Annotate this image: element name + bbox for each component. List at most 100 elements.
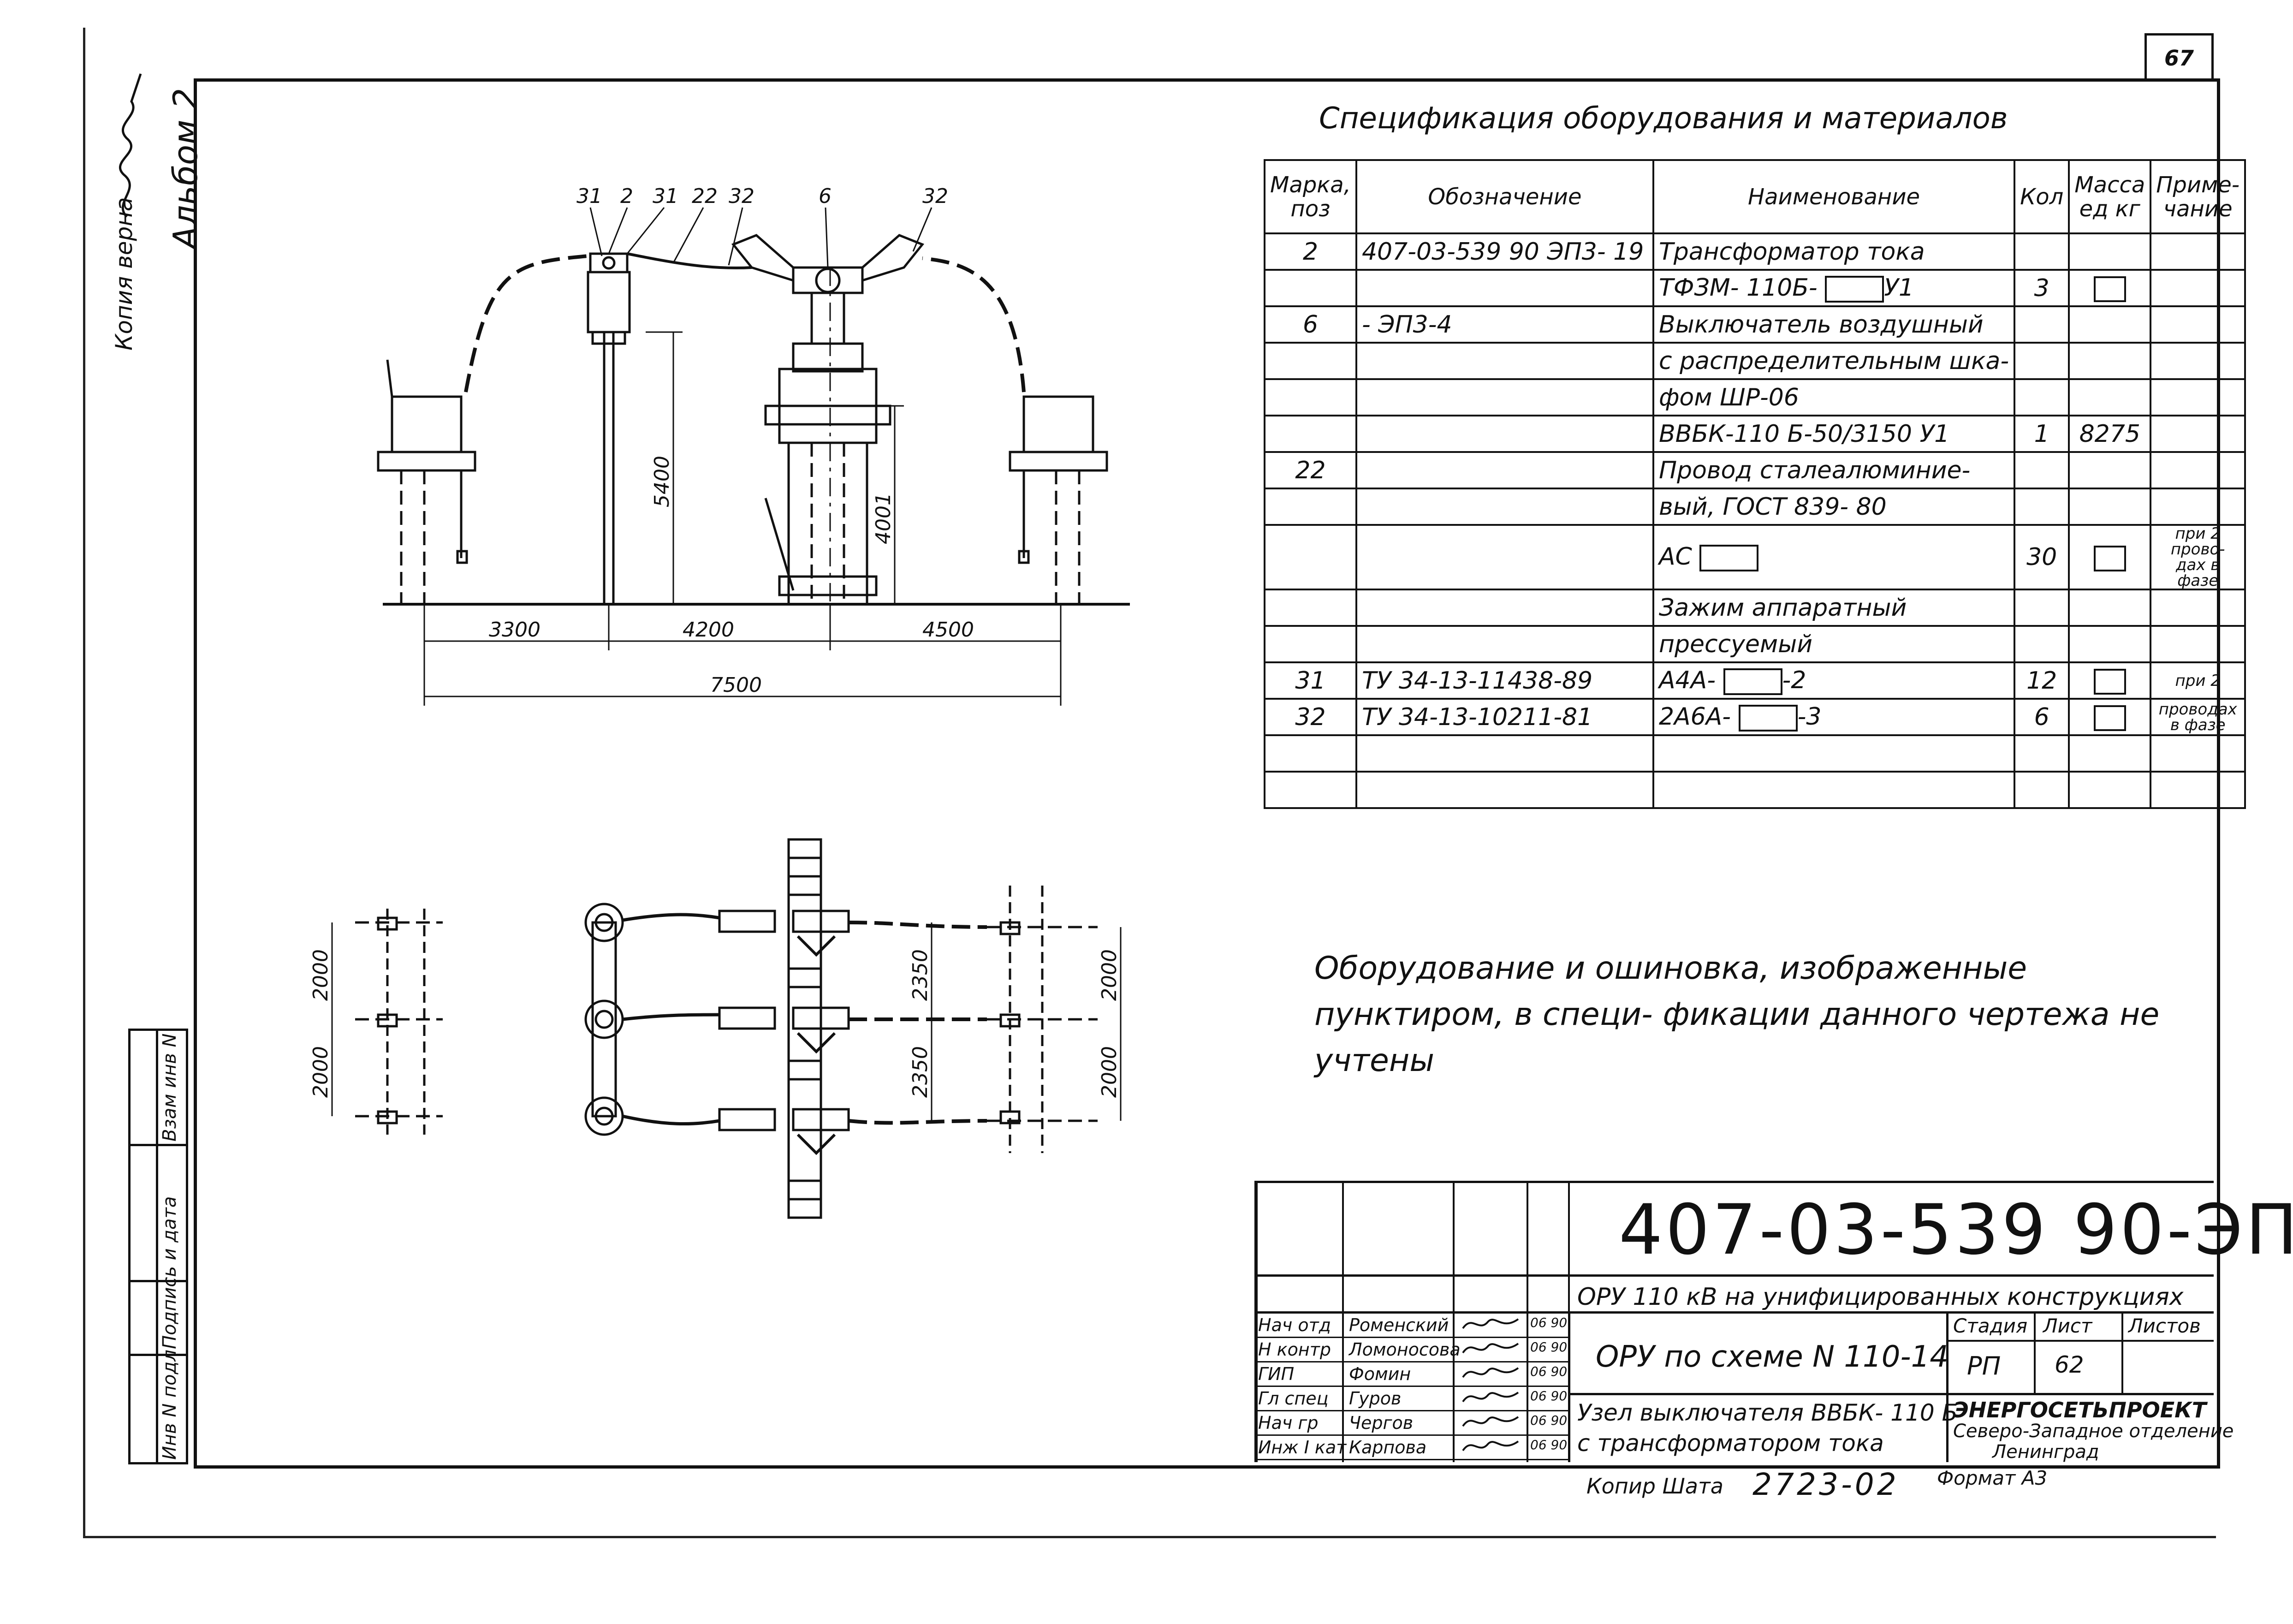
album-label: Альбом 2 <box>166 88 205 249</box>
spec-cell-mark <box>1264 589 1357 627</box>
elevation-view: 31 2 31 22 32 6 32 5400 4001 3300 4200 4… <box>377 184 1130 706</box>
spec-cell-name: АС <box>1652 524 2016 590</box>
paper-format: Формат А3 <box>1937 1467 2048 1489</box>
signer-date: 06 90 <box>1530 1437 1568 1452</box>
spec-cell-mass <box>2068 269 2152 307</box>
spec-cell-qty <box>2014 305 2070 344</box>
callout-31b: 31 <box>653 184 678 208</box>
spec-cell-mass <box>2068 305 2152 344</box>
spec-cell-mass <box>2068 488 2152 526</box>
org-name: ЭНЕРГОСЕТЬПРОЕКТ <box>1953 1398 2207 1422</box>
spec-cell-designation <box>1355 488 1654 526</box>
current-transformer <box>587 252 631 604</box>
signature-icon <box>1462 1416 1519 1427</box>
spec-cell-note <box>2150 269 2246 307</box>
header-note: Приме- чание <box>2150 159 2246 234</box>
title-block: 407-03-539 90-ЭП2 ОРУ 110 кВ на унифицир… <box>1254 1181 2293 1463</box>
spec-cell-note <box>2150 451 2246 489</box>
stamp-label-replace: Взам инв N <box>159 1033 180 1142</box>
spec-cell-note <box>2150 734 2246 773</box>
spec-cell-note <box>2150 378 2246 416</box>
spec-cell-mass <box>2068 232 2152 271</box>
spec-cell-mark: 22 <box>1264 451 1357 489</box>
spec-cell-mark <box>1264 378 1357 416</box>
stamp-label-original: Инв N подл <box>159 1350 180 1460</box>
copied-by: Копир Шата <box>1586 1474 1723 1499</box>
spec-cell-mass <box>2068 451 2152 489</box>
spec-cell-mark: 31 <box>1264 661 1357 700</box>
spec-cell-designation <box>1355 524 1654 590</box>
spec-cell-name: фом ШР-06 <box>1652 378 2016 416</box>
signer-name: Роменский <box>1349 1315 1449 1335</box>
spec-row <box>1264 771 2246 809</box>
spec-cell-designation: ТУ 34-13-11438-89 <box>1355 661 1654 700</box>
plan-dim-right-2: 2000 <box>1098 1046 1121 1098</box>
blank-box <box>2093 669 2126 695</box>
signer-name: Ломоносова <box>1349 1339 1461 1360</box>
spec-cell-name: прессуемый <box>1652 625 2016 663</box>
spec-cell-qty <box>2014 771 2070 809</box>
signer-name: Карпова <box>1349 1437 1427 1457</box>
signer-role: Нач гр <box>1258 1413 1319 1433</box>
spec-cell-qty <box>2014 232 2070 271</box>
spec-row: прессуемый <box>1264 625 2246 663</box>
spec-cell-qty <box>2014 734 2070 773</box>
callout-22: 22 <box>692 184 718 208</box>
signer-date: 06 90 <box>1530 1364 1568 1379</box>
spec-cell-note <box>2150 589 2246 627</box>
callout-32a: 32 <box>729 184 754 208</box>
dim-height-5400: 5400 <box>650 456 674 507</box>
dim-span-4500: 4500 <box>922 618 974 642</box>
blank-box <box>1723 668 1782 695</box>
signer-role: Гл спец <box>1258 1388 1329 1409</box>
spec-cell-mark <box>1264 734 1357 773</box>
spec-cell-name <box>1652 734 2016 773</box>
spec-cell-mark <box>1264 269 1357 307</box>
spec-cell-note <box>2150 232 2246 271</box>
sheet-number: 67 <box>2144 33 2214 81</box>
spec-cell-name: с распределительным шка- <box>1652 342 2016 380</box>
spec-cell-qty: 12 <box>2014 661 2070 700</box>
blank-box <box>1825 275 1884 303</box>
spec-cell-mark <box>1264 488 1357 526</box>
spec-cell-qty: 1 <box>2014 415 2070 453</box>
spec-cell-mark <box>1264 524 1357 590</box>
spec-cell-designation <box>1355 269 1654 307</box>
signer-date: 06 90 <box>1530 1388 1568 1404</box>
spec-cell-note: при 2 <box>2150 661 2246 700</box>
org-branch: Северо-Западное отделение <box>1953 1421 2234 1442</box>
spec-title: Спецификация оборудования и материалов <box>1319 101 2008 136</box>
spec-cell-name: Трансформатор тока <box>1652 232 2016 271</box>
signature-icon <box>1462 1440 1519 1451</box>
plan-dim-left-2: 2000 <box>309 1046 333 1098</box>
spec-cell-mark <box>1264 342 1357 380</box>
sheet-title-1: Узел выключателя ВВБК- 110 Б <box>1577 1399 1958 1426</box>
spec-row: вый, ГОСТ 839- 80 <box>1264 488 2246 526</box>
spec-cell-qty: 3 <box>2014 269 2070 307</box>
breaker-ladder <box>787 838 822 1219</box>
project-title: ОРУ 110 кВ на унифицированных конструкци… <box>1577 1283 2184 1311</box>
dim-total-7500: 7500 <box>710 673 762 697</box>
blank-box <box>1738 704 1798 732</box>
callout-32b: 32 <box>922 184 948 208</box>
dim-span-4200: 4200 <box>683 618 734 642</box>
spec-cell-mark <box>1264 771 1357 809</box>
spec-cell-name: 2А6А- -3 <box>1652 698 2016 736</box>
spec-cell-qty <box>2014 342 2070 380</box>
signer-date: 06 90 <box>1530 1315 1568 1330</box>
header-designation: Обозначение <box>1355 159 1654 234</box>
spec-cell-qty: 6 <box>2014 698 2070 736</box>
spec-cell-qty <box>2014 488 2070 526</box>
plan-dim-left-1: 2000 <box>309 949 333 1001</box>
spec-cell-name: ВВБК-110 Б-50/3150 У1 <box>1652 415 2016 453</box>
spec-table: Марка, поз Обозначение Наименование Кол … <box>1264 159 2246 809</box>
